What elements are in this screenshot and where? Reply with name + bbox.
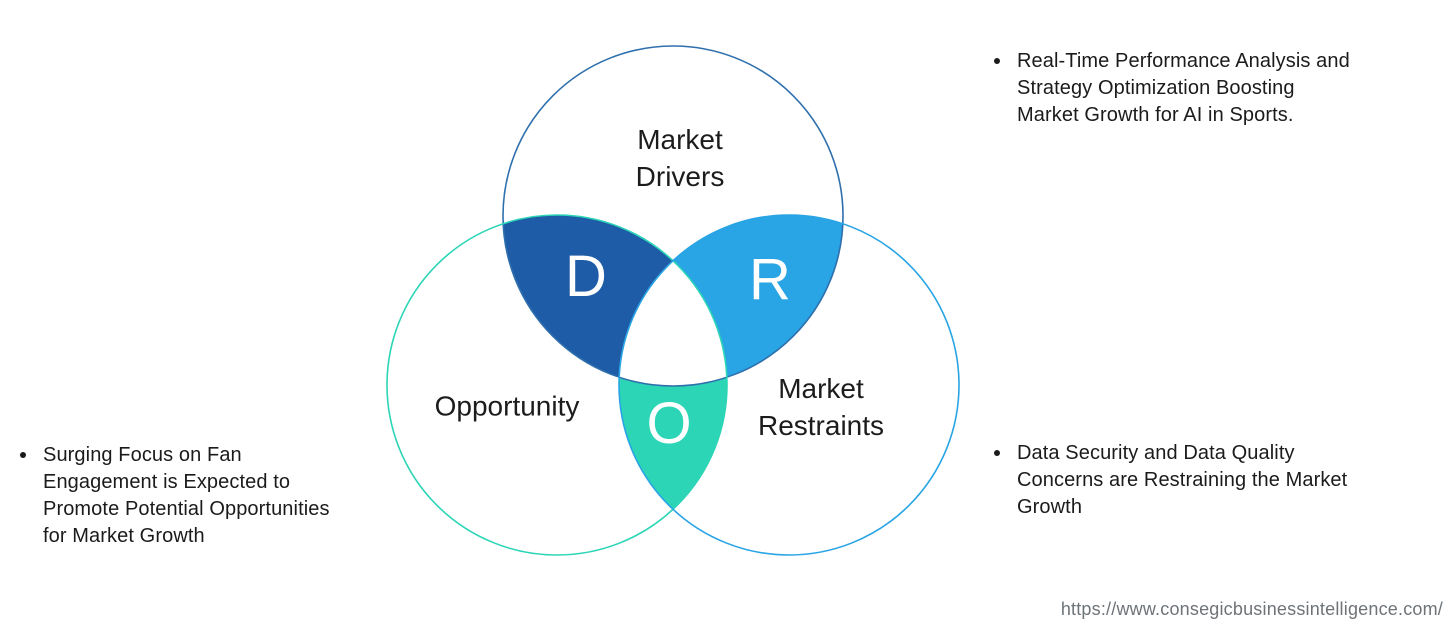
label-market-drivers: Market Drivers <box>635 124 725 192</box>
bullet-line: Market Growth for AI in Sports. <box>1017 104 1294 126</box>
bullet-line: Concerns are Restraining the Market <box>1017 469 1348 491</box>
bullet-item-drivers: Real-Time Performance Analysis and Strat… <box>994 48 1350 129</box>
bullet-text-opportunity: Surging Focus on Fan Engagement is Expec… <box>43 442 330 550</box>
bullet-text-drivers: Real-Time Performance Analysis and Strat… <box>1017 48 1350 129</box>
source-url: https://www.consegicbusinessintelligence… <box>1060 599 1443 619</box>
bullet-line: Promote Potential Opportunities <box>43 498 330 520</box>
bullet-line: Surging Focus on Fan <box>43 444 242 466</box>
label-opportunity: Opportunity <box>434 390 580 422</box>
label-market-restraints: Market Restraints <box>757 373 885 441</box>
bullet-line: Data Security and Data Quality <box>1017 442 1295 464</box>
bullet-line: for Market Growth <box>43 525 205 547</box>
bullet-item-restraints: Data Security and Data Quality Concerns … <box>994 440 1347 521</box>
bullet-text-restraints: Data Security and Data Quality Concerns … <box>1017 440 1347 521</box>
venn-letter-o: O <box>646 391 692 456</box>
bullet-dot <box>994 450 1000 456</box>
bullet-line: Growth <box>1017 496 1083 518</box>
circle-market-restraints <box>618 214 960 556</box>
bullet-item-opportunity: Surging Focus on Fan Engagement is Expec… <box>20 442 330 550</box>
bullet-dot <box>20 452 26 458</box>
bullet-dot <box>994 58 1000 64</box>
venn-letter-d: D <box>565 244 607 309</box>
bullet-line: Strategy Optimization Boosting <box>1017 77 1295 99</box>
circle-market-drivers <box>502 45 844 387</box>
venn-letter-r: R <box>749 247 791 312</box>
bullet-line: Engagement is Expected to <box>43 471 291 493</box>
circle-opportunity <box>386 214 728 556</box>
bullet-line: Real-Time Performance Analysis and <box>1017 50 1350 72</box>
